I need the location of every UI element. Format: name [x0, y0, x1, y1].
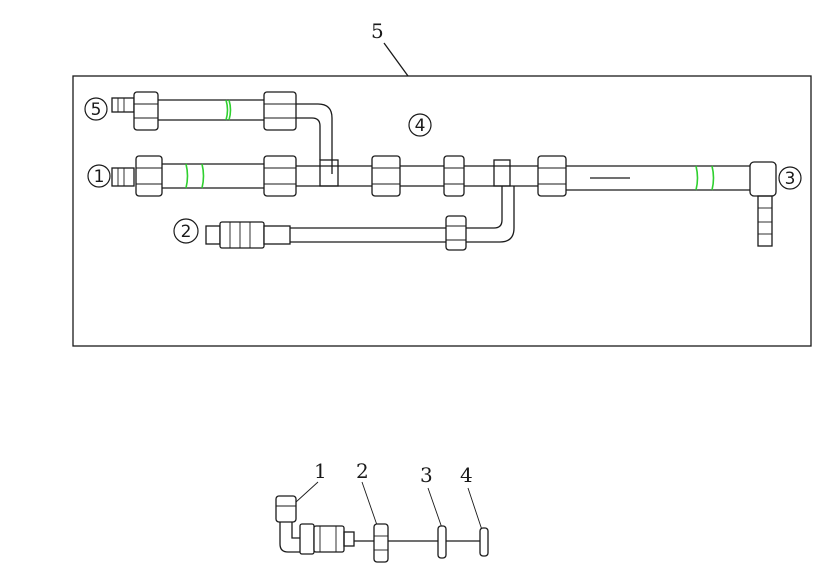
- hose-line-1: [111, 155, 777, 247]
- lower-label-1: 1: [314, 459, 327, 483]
- svg-text:4: 4: [415, 116, 426, 136]
- callout-4: 4: [408, 113, 432, 137]
- svg-text:2: 2: [181, 222, 192, 242]
- lower-label-4: 4: [460, 463, 473, 487]
- lower-part-washer-3: [437, 525, 447, 559]
- assembly-leader-line: [383, 42, 409, 77]
- lower-part-washer-4: [479, 527, 489, 557]
- lower-label-2: 2: [356, 459, 369, 483]
- hose-line-5: [111, 91, 333, 174]
- lower-leaders: [295, 481, 483, 531]
- callout-1: 1: [87, 164, 111, 188]
- assembly-frame: [72, 75, 812, 347]
- callout-3: 3: [778, 166, 802, 190]
- hose-line-2: [205, 186, 515, 251]
- lower-label-3: 3: [420, 463, 433, 487]
- svg-text:1: 1: [94, 167, 105, 187]
- callout-2: 2: [173, 218, 199, 244]
- lower-part-labels: 1 2 3 4: [314, 459, 473, 487]
- svg-text:5: 5: [91, 100, 102, 120]
- svg-text:3: 3: [785, 169, 796, 189]
- callout-5: 5: [84, 97, 108, 121]
- assembly-label: 5: [371, 19, 384, 43]
- lower-part-elbow: [275, 495, 355, 555]
- lower-part-nut: [373, 523, 389, 563]
